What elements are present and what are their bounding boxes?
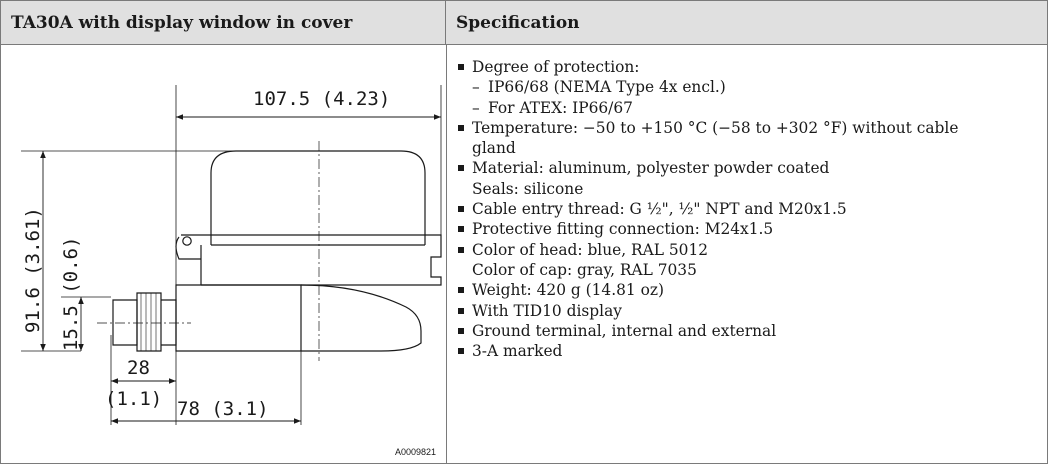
list-item: 3-A marked [456,341,1041,361]
housing-drawing-svg: 107.5 (4.23) 91.6 (3.61) 15.5 (0.6) 28 (… [21,85,442,457]
bullet-icon [456,219,472,239]
list-item-continuation: Seals: silicone [472,179,584,198]
list-item-continuation: gland [472,139,516,158]
header-cell-spec: Specification [446,1,1047,45]
bullet-icon [456,301,472,321]
list-item: Degree of protection: [456,57,1041,77]
list-item: Weight: 420 g (14.81 oz) [456,280,1041,300]
dim-width-label: 107.5 (4.23) [253,88,390,110]
bullet-icon [456,199,472,219]
bullet-icon [456,158,472,178]
spec-list: Degree of protection: –IP66/68 (NEMA Typ… [456,57,1041,361]
list-item: Temperature: −50 to +150 °C (−58 to +302… [456,118,1041,138]
dim-28-label: 28 [127,357,150,379]
list-item: Protective fitting connection: M24x1.5 [456,219,1041,239]
list-item-continuation: Color of cap: gray, RAL 7035 [472,260,697,279]
bullet-icon [456,321,472,341]
dim-28-inch-label: (1.1) [105,388,162,410]
dimension-drawing: 107.5 (4.23) 91.6 (3.61) 15.5 (0.6) 28 (… [1,45,446,463]
list-subitem: –IP66/68 (NEMA Type 4x encl.) [472,78,726,97]
bullet-icon [456,341,472,361]
dim-height-label: 91.6 (3.61) [22,207,44,333]
list-item: With TID10 display [456,301,1041,321]
bullet-icon [456,280,472,300]
list-item: Material: aluminum, polyester powder coa… [456,158,1041,178]
dim-offset-label: 15.5 (0.6) [60,237,82,351]
header-spec-title: Specification [456,13,580,33]
header-product-title: TA30A with display window in cover [11,13,353,33]
bullet-icon [456,240,472,260]
column-divider [446,45,447,463]
bullet-icon [456,57,472,77]
bullet-icon [456,118,472,138]
list-item: Color of head: blue, RAL 5012 [456,240,1041,260]
header-cell-product: TA30A with display window in cover [1,1,446,45]
list-subitem: –For ATEX: IP66/67 [472,98,633,117]
image-id-label: A0009821 [395,447,436,457]
dim-78-label: 78 (3.1) [177,398,269,420]
list-item: Cable entry thread: G ½", ½" NPT and M20… [456,199,1041,219]
list-item: Ground terminal, internal and external [456,321,1041,341]
